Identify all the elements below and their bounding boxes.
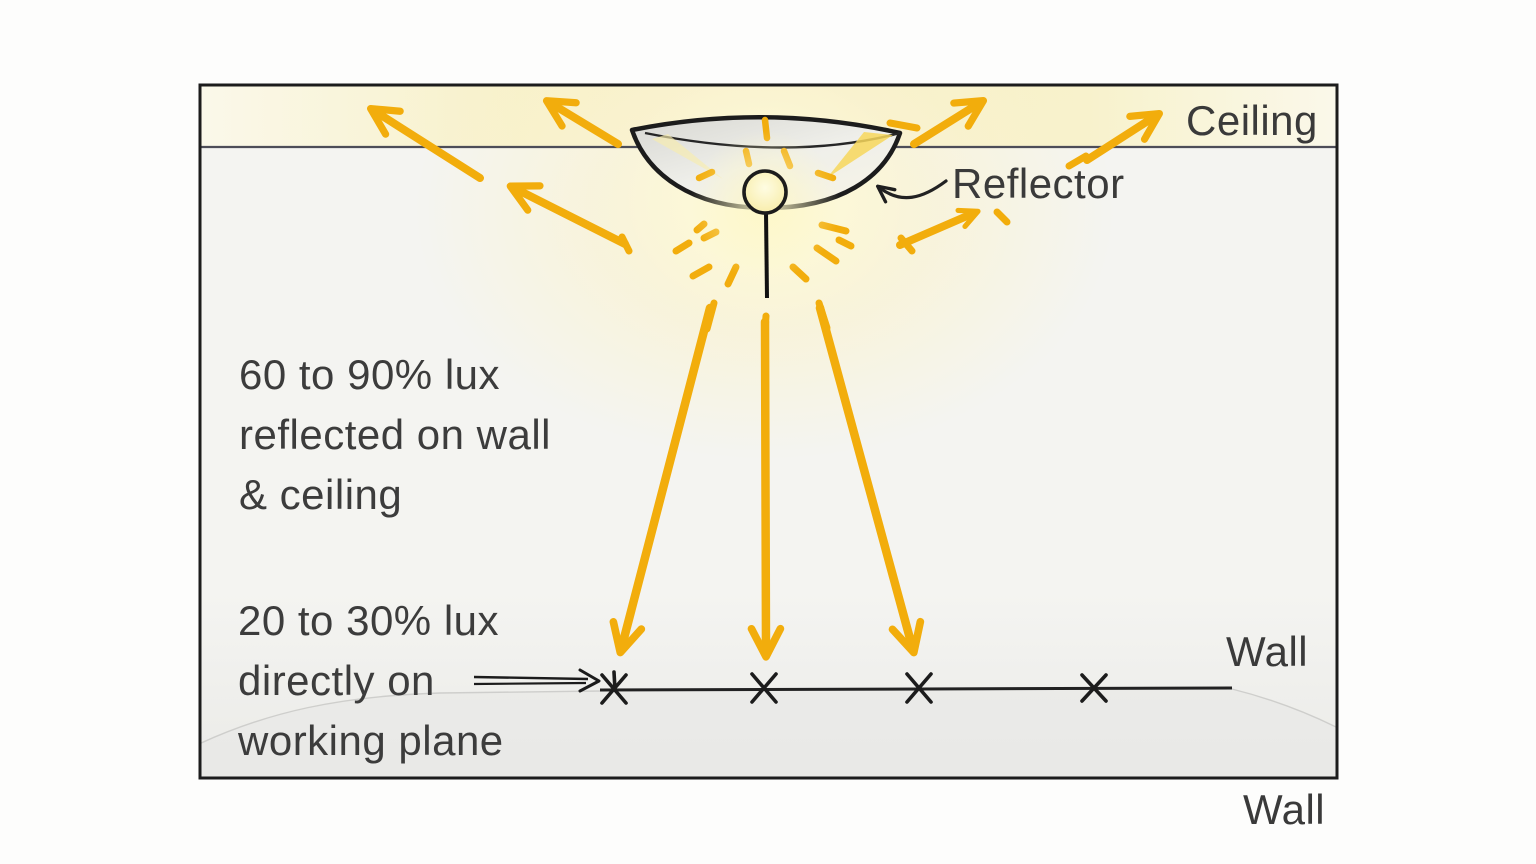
reflected-ray-arrow-upper-right-short <box>910 97 988 148</box>
working-plane-pointer-arrow <box>473 668 601 693</box>
x-marks <box>600 670 1108 705</box>
reflected-lux-line-2: reflected on wall <box>239 411 551 458</box>
x-mark-3 <box>905 672 933 704</box>
floor-contour-right <box>1231 688 1336 728</box>
direct-lux-line-3: working plane <box>238 717 504 764</box>
pendant-stem <box>764 211 769 299</box>
room-frame <box>198 83 1339 780</box>
floor-contour-left <box>201 690 601 744</box>
reflected-ray-arrow-mid-left <box>506 182 629 248</box>
working-plane <box>473 668 1233 705</box>
x-mark-2 <box>750 672 778 704</box>
reflected-ray-arrow-upper-left-long <box>366 104 484 182</box>
floor-shading <box>201 689 1336 777</box>
wall-label-outer: Wall <box>1243 786 1326 833</box>
direct-ray-arrow-left <box>609 303 715 657</box>
ceiling-label: Ceiling <box>1186 97 1318 144</box>
direct-lux-line-2: directly on <box>238 657 435 704</box>
reflector-label: Reflector <box>952 160 1125 207</box>
direct-lux-line-1: 20 to 30% lux <box>238 597 500 644</box>
reflector-pointer-arrow <box>876 179 948 204</box>
x-mark-1 <box>600 670 628 705</box>
reflected-lux-caption: 60 to 90% lux reflected on wall & ceilin… <box>239 345 551 525</box>
x-mark-4 <box>1080 673 1108 703</box>
reflected-lux-line-1: 60 to 90% lux <box>239 351 501 398</box>
bulb-icon <box>742 169 788 215</box>
wall-label-inner: Wall <box>1226 628 1309 675</box>
reflected-ray-arrows <box>366 97 1163 249</box>
direct-ray-arrow-center <box>747 317 785 661</box>
direct-ray-arrows <box>609 303 925 661</box>
reflected-ray-arrow-upper-right-long <box>1083 109 1163 164</box>
reflector-bowl <box>629 114 903 299</box>
reflected-ray-arrow-upper-left-short <box>542 97 622 148</box>
reflector-highlight-right <box>827 132 893 178</box>
direct-lux-caption: 20 to 30% lux directly on working plane <box>238 591 504 771</box>
direct-ray-arrow-right <box>815 303 925 657</box>
reflected-ray-arrow-mid-right <box>896 207 981 249</box>
reflected-lux-line-3: & ceiling <box>239 471 403 518</box>
